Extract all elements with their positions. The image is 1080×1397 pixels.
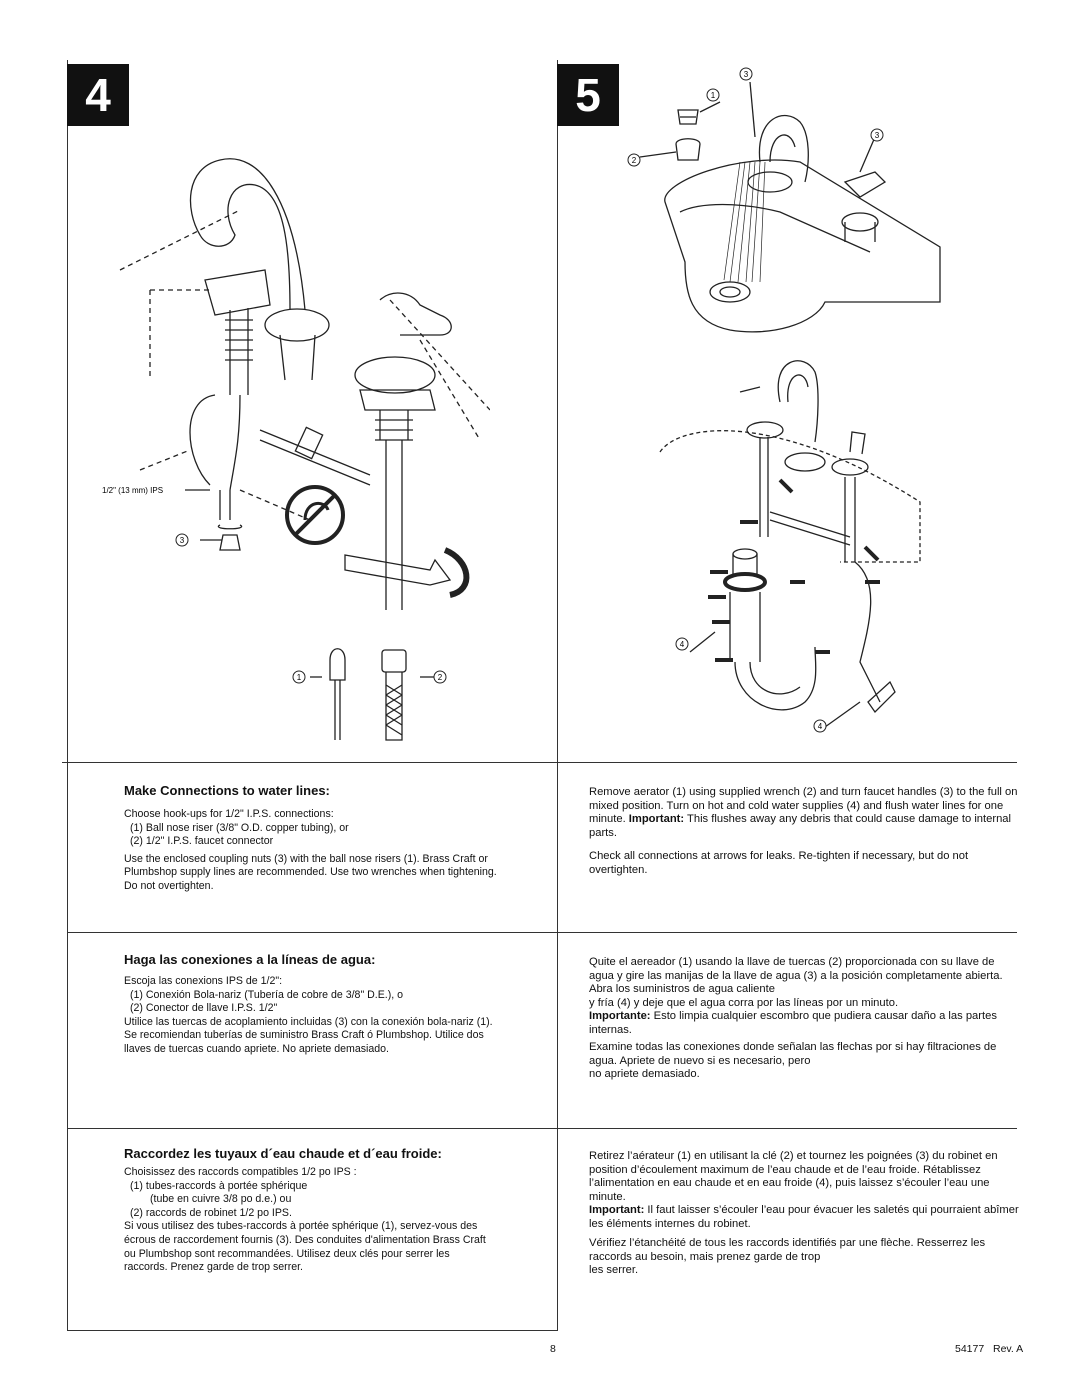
sink-flush-illustration: 3 1 3 2 4 4 [627, 67, 941, 733]
callout-3-coupling: 3 [180, 536, 185, 545]
left-frame-line [67, 60, 68, 1330]
page-number: 8 [550, 1343, 556, 1355]
english-left-text: Choose hook-ups for 1/2" I.P.S. connecti… [124, 808, 504, 894]
french-para: Si vous utilisez des tubes-raccords à po… [124, 1220, 486, 1274]
divider-spanish [67, 1128, 1017, 1129]
english-important-label: Important: [628, 813, 685, 825]
callout-2-connector: 2 [438, 673, 443, 682]
callout-2-wrench: 2 [632, 156, 637, 165]
spanish-para-2b: no apriete demasiado. [589, 1068, 700, 1080]
callout-4-supply-lower: 4 [818, 722, 823, 731]
callout-3-handle-top: 3 [744, 70, 749, 79]
french-para-1: Retirez l’aérateur (1) en utilisant la c… [589, 1150, 998, 1203]
french-para-2: Vérifiez l’étanchéité de tous les raccor… [589, 1237, 986, 1263]
divider-illustration [62, 762, 1017, 763]
english-flush-text: Remove aerator (1) using supplied wrench… [589, 786, 1018, 825]
spanish-important-para: Importante: Esto limpia cualquier escomb… [589, 1010, 1019, 1037]
french-item-1b: (tube en cuivre 3/8 po d.e.) ou [150, 1193, 292, 1206]
spanish-para-1: Quite el aereador (1) usando la llave de… [589, 956, 1003, 995]
english-check-para: Check all connections at arrows for leak… [589, 850, 969, 876]
spanish-para-1b: y fría (4) y deje que el agua corra por … [589, 996, 899, 1009]
spanish-item-2: (2) Conector de llave I.P.S. 1/2" [130, 1002, 278, 1015]
spanish-important-text: Esto limpia cualquier escombro que pudie… [589, 1010, 997, 1036]
callout-4-supply-upper: 4 [680, 640, 685, 649]
english-heading: Make Connections to water lines: [124, 783, 330, 798]
french-item-1: (1) tubes-raccords à portée sphérique [130, 1179, 308, 1192]
bottom-frame-line [67, 1330, 558, 1331]
french-right-text: Retirez l’aérateur (1) en utilisant la c… [589, 1150, 1019, 1278]
english-item-2: (2) 1/2" I.P.S. faucet connector [130, 835, 274, 848]
spanish-item-1: (1) Conexión Bola-nariz (Tubería de cobr… [130, 988, 404, 1001]
french-item-2: (2) raccords de robinet 1/2 po IPS. [130, 1206, 292, 1219]
english-flush-para: Remove aerator (1) using supplied wrench… [589, 786, 1019, 840]
spanish-intro: Escoja las conexions IPS de 1/2": [124, 975, 283, 987]
french-intro: Choisissez des raccords compatibles 1/2 … [124, 1166, 357, 1178]
english-item-1: (1) Ball nose riser (3/8" O.D. copper tu… [130, 821, 349, 834]
callout-1-ball-riser: 1 [297, 673, 302, 682]
spanish-right-text: Quite el aereador (1) usando la llave de… [589, 956, 1019, 1082]
french-heading: Raccordez les tuyaux d´eau chaude et d´e… [124, 1146, 442, 1161]
spanish-heading: Haga las conexiones a la líneas de agua: [124, 952, 376, 967]
spanish-para: Utilice las tuercas de acoplamiento incl… [124, 1015, 493, 1055]
french-left-text: Choisissez des raccords compatibles 1/2 … [124, 1166, 494, 1275]
document-number: 54177 [955, 1343, 985, 1355]
french-important-text: Il faut laisser s’écouler l’eau pour éva… [589, 1204, 1019, 1230]
french-important-para: Important: Il faut laisser s’écouler l’e… [589, 1204, 1019, 1231]
english-flush-end: This flushes away any debris that could … [589, 813, 1012, 839]
english-right-text: Remove aerator (1) using supplied wrench… [589, 786, 1019, 877]
revision-label: Rev. A [993, 1343, 1024, 1355]
spanish-important-label: Importante: [589, 1010, 651, 1022]
step-4-badge: 4 [67, 64, 129, 126]
english-para: Use the enclosed coupling nuts (3) with … [124, 852, 497, 892]
spanish-left-text: Escoja las conexions IPS de 1/2": (1) Co… [124, 975, 494, 1057]
callout-1-aerator: 1 [711, 91, 716, 100]
french-para-2b: les serrer. [589, 1264, 639, 1276]
spanish-para-2: Examine todas las conexiones donde señal… [589, 1041, 997, 1067]
center-divider [557, 60, 558, 1330]
french-important-label: Important: [589, 1204, 645, 1216]
ips-pipe-label: 1/2" (13 mm) IPS [102, 486, 163, 495]
callout-3-handle-right: 3 [875, 131, 880, 140]
divider-english [67, 932, 1017, 933]
english-intro: Choose hook-ups for 1/2" I.P.S. connecti… [124, 808, 334, 820]
step-5-badge: 5 [557, 64, 619, 126]
faucet-installation-illustration: 1/2" (13 mm) IPS 3 1 2 [102, 158, 490, 741]
